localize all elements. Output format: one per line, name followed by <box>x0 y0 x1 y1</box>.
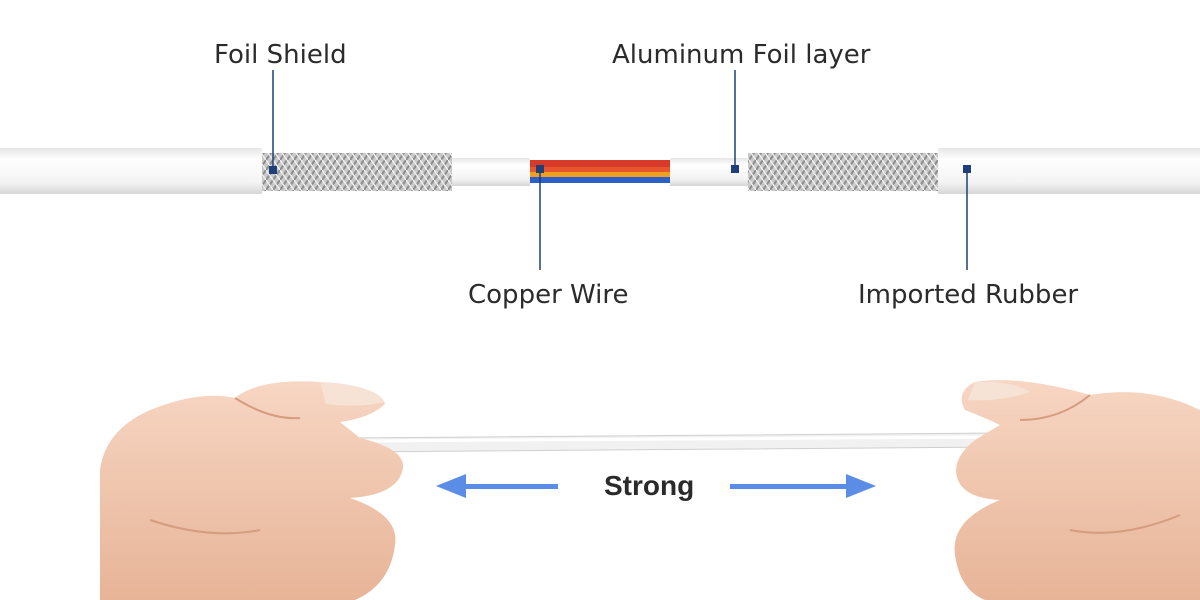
stretched-cable <box>349 432 1001 453</box>
imported-rubber-label: Imported Rubber <box>858 280 1079 310</box>
copper-wires <box>530 160 670 183</box>
strength-label: Strong <box>604 470 695 501</box>
foil-shield-braid-left <box>262 153 452 191</box>
foil-shield-label: Foil Shield <box>214 40 347 70</box>
callout-dots <box>269 165 971 174</box>
foil-shield-braid-right <box>748 153 938 191</box>
rubber-jacket-right <box>938 148 1200 194</box>
rubber-jacket-left <box>0 148 262 194</box>
arrow-right-icon <box>730 474 876 498</box>
callout-lines <box>272 70 968 270</box>
aluminum-foil-segment-left <box>452 158 530 186</box>
arrow-left-icon <box>436 474 558 498</box>
aluminum-foil-layer-label: Aluminum Foil layer <box>612 40 871 70</box>
left-hand-image <box>100 381 404 600</box>
right-hand-image <box>954 380 1200 600</box>
copper-wire-label: Copper Wire <box>468 280 629 310</box>
